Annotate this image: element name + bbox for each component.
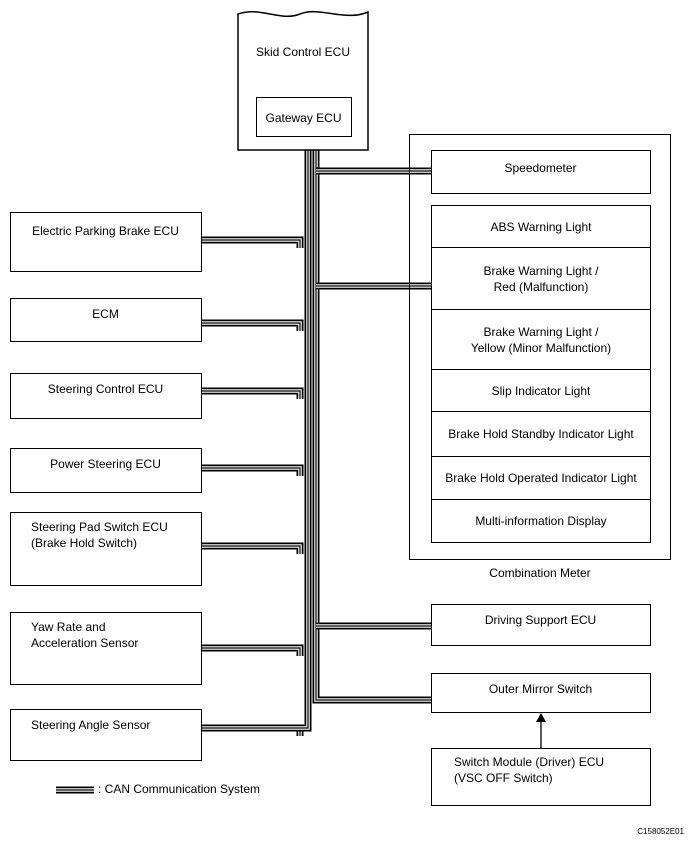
switch-module-ecu-label: Switch Module (Driver) ECU (VSC OFF Swit…	[454, 755, 605, 785]
figure-id: C158052E01	[637, 827, 684, 836]
meter-item: Brake Hold Operated Indicator Light	[432, 457, 650, 500]
legend-text: : CAN Communication System	[98, 782, 261, 796]
combination-meter-frame	[409, 134, 671, 560]
steering-angle-sensor: Steering Angle Sensor	[10, 709, 202, 761]
can-bus-trunk-right	[312, 150, 431, 704]
ecm: ECM	[10, 298, 202, 342]
electric-parking-brake-ecu-label: Electric Parking Brake ECU	[32, 224, 179, 238]
yaw-rate-sensor-label: Yaw Rate and Acceleration Sensor	[31, 620, 139, 650]
steering-angle-sensor-label: Steering Angle Sensor	[31, 718, 151, 732]
electric-parking-brake-ecu: Electric Parking Brake ECU	[10, 212, 202, 272]
cable-electric-parking-brake	[202, 236, 304, 248]
meter-item: Brake Hold Standby Indicator Light	[432, 412, 650, 457]
power-steering-ecu: Power Steering ECU	[10, 448, 202, 493]
cable-ecm	[202, 319, 304, 331]
meter-item: Brake Warning Light / Yellow (Minor Malf…	[432, 310, 650, 370]
ecm-label: ECM	[92, 307, 119, 321]
steering-control-ecu: Steering Control ECU	[10, 373, 202, 419]
cable-power-steering	[202, 464, 304, 476]
driving-support-ecu: Driving Support ECU	[431, 604, 651, 646]
cable-yaw-rate	[202, 644, 304, 656]
meter-item: ABS Warning Light	[432, 206, 650, 248]
meter-item: Slip Indicator Light	[432, 370, 650, 412]
switch-module-ecu: Switch Module (Driver) ECU (VSC OFF Swit…	[431, 748, 651, 806]
can-bus-trunk	[202, 150, 312, 732]
signal-arrow	[536, 713, 546, 748]
outer-mirror-switch-label: Outer Mirror Switch	[488, 682, 593, 696]
speedometer-label: Speedometer	[504, 161, 577, 175]
meter-item: Brake Warning Light / Red (Malfunction)	[432, 248, 650, 310]
meter-item: Multi-information Display	[475, 513, 607, 528]
steering-pad-switch-ecu: Steering Pad Switch ECU (Brake Hold Swit…	[10, 512, 202, 586]
gateway-ecu-label: Gateway ECU	[265, 111, 342, 125]
skid-control-ecu-label: Skid Control ECU	[255, 45, 351, 59]
cable-steering-control	[202, 387, 304, 399]
speedometer: Speedometer	[431, 150, 651, 194]
cable-steering-pad	[202, 542, 304, 554]
combination-meter-title: Combination Meter	[489, 566, 591, 580]
driving-support-ecu-label: Driving Support ECU	[484, 613, 597, 627]
gateway-ecu: Gateway ECU	[256, 97, 352, 137]
steering-control-ecu-label: Steering Control ECU	[47, 382, 164, 396]
outer-mirror-switch: Outer Mirror Switch	[431, 673, 651, 713]
steering-pad-switch-ecu-label: Steering Pad Switch ECU (Brake Hold Swit…	[31, 520, 168, 550]
yaw-rate-sensor: Yaw Rate and Acceleration Sensor	[10, 612, 202, 685]
power-steering-ecu-label: Power Steering ECU	[50, 457, 161, 471]
